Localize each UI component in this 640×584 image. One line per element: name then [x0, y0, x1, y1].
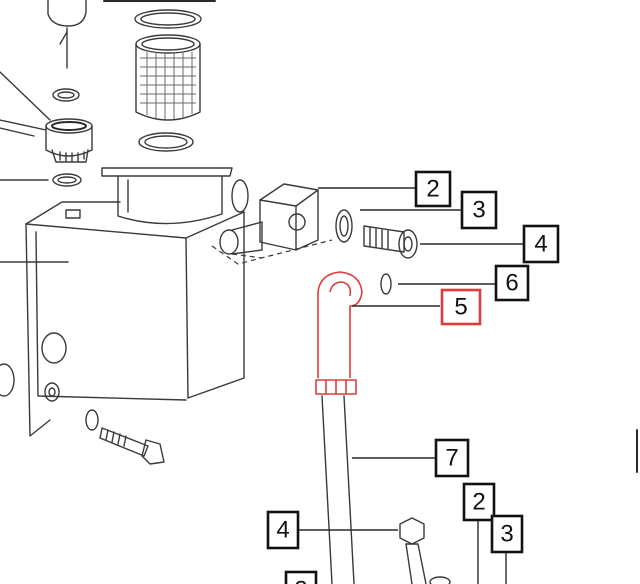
svg-text:4: 4: [534, 231, 547, 258]
callout-3-cut[interactable]: 3: [284, 570, 318, 584]
lower-bolt: [296, 517, 451, 584]
filter-element: [134, 9, 202, 152]
callout-2-lower[interactable]: 2: [462, 482, 496, 522]
svg-text:6: 6: [505, 270, 518, 297]
callout-7[interactable]: 7: [434, 438, 470, 478]
callout-3-lower[interactable]: 3: [490, 514, 524, 554]
callout-4-lower[interactable]: 4: [266, 510, 300, 550]
svg-text:2: 2: [426, 176, 439, 203]
svg-text:4: 4: [276, 517, 289, 544]
svg-text:5: 5: [454, 294, 467, 321]
hydraulic-tank: [0, 167, 249, 437]
svg-text:7: 7: [445, 445, 458, 472]
banjo-bolt: [363, 225, 528, 259]
connector-block: [211, 183, 416, 265]
callout-6[interactable]: 6: [494, 264, 530, 302]
washer: [380, 273, 392, 295]
filler-cap: [0, 71, 93, 187]
callout-4-upper[interactable]: 4: [522, 224, 560, 264]
callout-2-upper[interactable]: 2: [414, 170, 452, 208]
top-fitting: [47, 0, 87, 102]
svg-text:3: 3: [472, 197, 485, 224]
hose-elbow-highlighted: [315, 271, 440, 395]
svg-text:3: 3: [294, 577, 307, 584]
callout-3-upper[interactable]: 3: [460, 190, 498, 230]
svg-text:3: 3: [500, 521, 513, 548]
long-hose: [321, 395, 436, 584]
callout-5-highlighted[interactable]: 5: [440, 288, 482, 326]
mounting-bolt: [85, 409, 165, 465]
callout-layer: 2 3 4 6 5 7 2 3: [266, 170, 560, 584]
o-ring: [335, 209, 353, 243]
svg-text:2: 2: [472, 489, 485, 516]
